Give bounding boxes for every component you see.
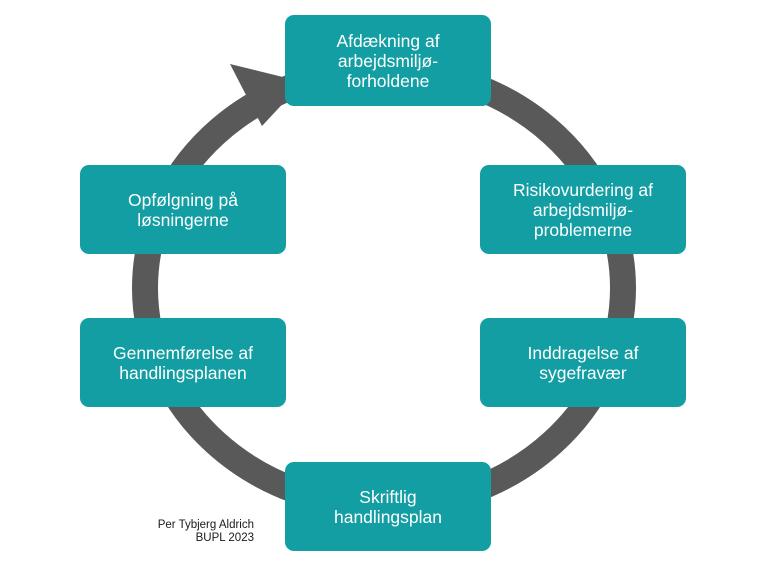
step-label: Skriftlig handlingsplan [333,486,442,527]
cycle-ring-track [132,57,636,519]
step-label: Opfølgning på løsningerne [128,189,238,230]
step-label: Inddragelse af sygefravær [527,342,639,383]
step-box-inddragelse: Inddragelse af sygefravær [480,318,686,407]
step-label: Risikovurdering af arbejdsmiljø- problem… [512,179,654,240]
step-box-risikovurdering: Risikovurdering af arbejdsmiljø- problem… [480,165,686,254]
step-label: Gennemførelse af handlingsplanen [112,342,254,383]
step-box-opfoelgning: Opfølgning på løsningerne [80,165,286,254]
step-box-gennemfoerelse: Gennemførelse af handlingsplanen [80,318,286,407]
step-label: Afdækning af arbejdsmiljø- forholdene [336,30,440,91]
step-box-handlingsplan: Skriftlig handlingsplan [285,462,491,551]
step-box-afdaekning: Afdækning af arbejdsmiljø- forholdene [285,15,491,106]
cycle-arrowhead-icon [230,64,303,126]
author-credit: Per Tybjerg Aldrich BUPL 2023 [157,519,254,544]
